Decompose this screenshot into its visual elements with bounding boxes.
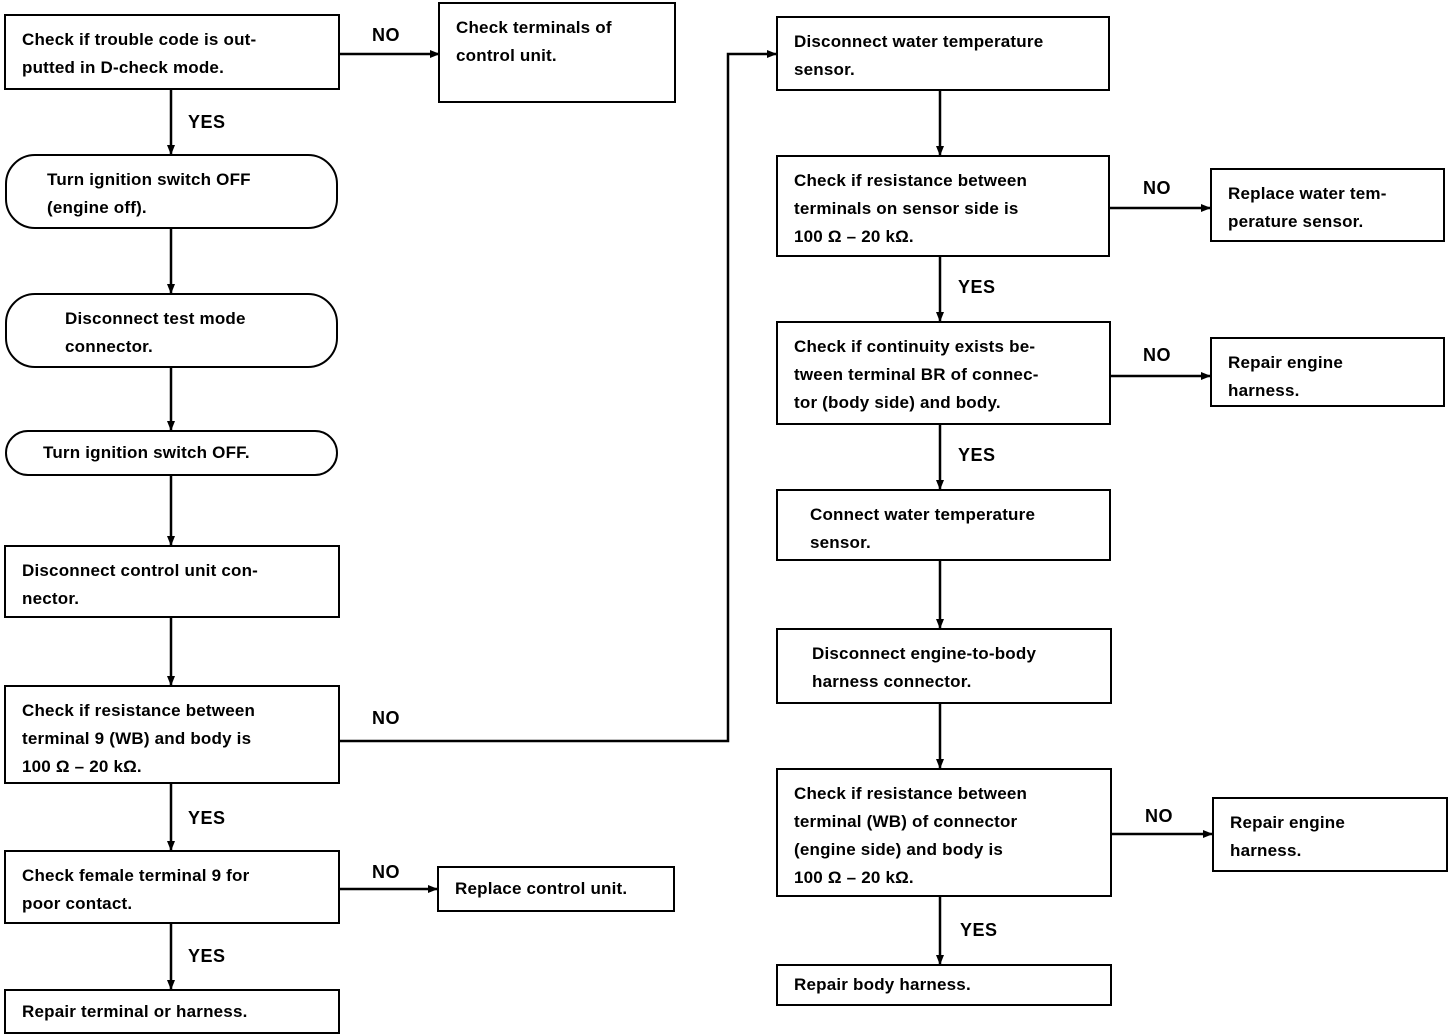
yes-label-trouble: YES [188,112,226,132]
turn-ignition-off-engine-box: Turn ignition switch OFF (engine off). [5,154,338,229]
no-label-sensor: NO [1143,178,1171,198]
disconnect-wts-box: Disconnect water temperature sensor. [776,16,1110,91]
repair-body-harness-box: Repair body harness. [776,964,1112,1006]
disconnect-test-mode-box: Disconnect test mode connector. [5,293,338,368]
disconnect-control-unit-box: Disconnect control unit con- nector. [4,545,340,618]
connect-wts-box: Connect water temperature sensor. [776,489,1111,561]
check-terminals-control-unit-box: Check terminals of control unit. [438,2,676,103]
repair-terminal-harness-box: Repair terminal or harness. [4,989,340,1034]
check-trouble-code-box: Check if trouble code is out- putted in … [4,14,340,90]
no-label-continuity: NO [1143,345,1171,365]
resistance-terminal9-box: Check if resistance between terminal 9 (… [4,685,340,784]
continuity-br-box: Check if continuity exists be- tween ter… [776,321,1111,425]
repair-engine-harness-box-2: Repair engine harness. [1212,797,1448,872]
female-terminal9-box: Check female terminal 9 for poor contact… [4,850,340,924]
arrow-res9-no [338,50,777,743]
disconnect-engine-body-box: Disconnect engine-to-body harness connec… [776,628,1112,704]
yes-label-res9: YES [188,808,226,828]
no-label-res9: NO [372,708,400,728]
no-label-female: NO [372,862,400,882]
turn-ignition-off-box: Turn ignition switch OFF. [5,430,338,476]
resistance-sensor-side-box: Check if resistance between terminals on… [776,155,1110,257]
no-label-wb-engine: NO [1145,806,1173,826]
yes-label-female: YES [188,946,226,966]
no-label-trouble: NO [372,25,400,45]
yes-label-wb-engine: YES [960,920,998,940]
resistance-wb-engine-box: Check if resistance between terminal (WB… [776,768,1112,897]
yes-label-continuity: YES [958,445,996,465]
replace-control-unit-box: Replace control unit. [437,866,675,912]
replace-wts-box: Replace water tem- perature sensor. [1210,168,1445,242]
yes-label-sensor: YES [958,277,996,297]
repair-engine-harness-box-1: Repair engine harness. [1210,337,1445,407]
